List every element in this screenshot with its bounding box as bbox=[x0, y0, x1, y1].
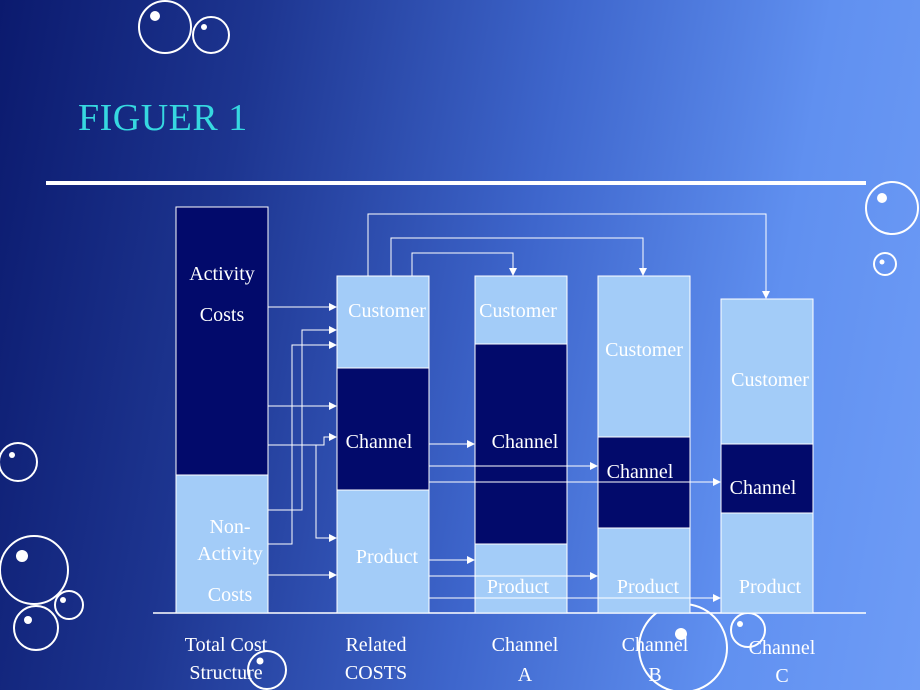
channel-a-label-line1: Channel bbox=[492, 634, 559, 656]
channel-b-label-line1: Channel bbox=[622, 634, 689, 656]
bubble-highlights bbox=[9, 11, 887, 665]
total-cost-label-line1: Total Cost bbox=[185, 634, 268, 656]
channel-a-customer-block bbox=[474, 275, 568, 345]
channel-a-product-block bbox=[474, 543, 568, 614]
channel-c-channel-block bbox=[720, 443, 814, 514]
column-total-cost bbox=[175, 206, 269, 614]
activity-label: Activity bbox=[189, 263, 255, 285]
column-channel-a bbox=[474, 275, 568, 614]
channel-b-label-line2: B bbox=[648, 664, 661, 686]
bubble-icon bbox=[247, 650, 287, 690]
channel-c-product-label: Product bbox=[739, 576, 802, 598]
channel-c-product-block bbox=[720, 512, 814, 614]
channel-b-channel-label: Channel bbox=[607, 461, 674, 483]
channel-a-label-line2: A bbox=[518, 664, 533, 686]
arrow bbox=[390, 237, 647, 276]
bubble-icon bbox=[13, 605, 59, 651]
bubble-icon bbox=[0, 442, 38, 482]
related-channel-block bbox=[336, 367, 430, 491]
channel-b-product-block bbox=[597, 527, 691, 614]
related-product-block bbox=[336, 489, 430, 614]
related-customer-block bbox=[336, 275, 430, 369]
column-channel-b bbox=[597, 275, 691, 614]
column-related-costs bbox=[336, 275, 430, 614]
related-channel-label: Channel bbox=[346, 431, 413, 453]
bubble-icon bbox=[873, 252, 897, 276]
bubble-icon bbox=[192, 16, 230, 54]
non-activity-label: Activity bbox=[197, 543, 263, 565]
channel-b-customer-label: Customer bbox=[605, 339, 683, 361]
channel-b-product-label: Product bbox=[617, 576, 680, 598]
channel-a-product-label: Product bbox=[487, 576, 550, 598]
total-cost-label-line2: Structure bbox=[189, 662, 262, 684]
slide-title: FIGUER 1 bbox=[78, 97, 248, 139]
channel-a-channel-label: Channel bbox=[492, 431, 559, 453]
activity-costs-label: Costs bbox=[200, 304, 245, 326]
arrow bbox=[268, 326, 337, 511]
arrow bbox=[411, 252, 517, 276]
bubble-icon bbox=[0, 535, 69, 605]
channel-c-channel-label: Channel bbox=[730, 477, 797, 499]
non-activity-costs-label: Costs bbox=[208, 584, 253, 606]
column-channel-c bbox=[720, 298, 814, 614]
channel-c-label-line1: Channel bbox=[749, 637, 816, 659]
channel-a-channel-block bbox=[474, 343, 568, 545]
related-product-label: Product bbox=[356, 546, 419, 568]
bubble-icon bbox=[865, 181, 919, 235]
related-label-line2: COSTS bbox=[345, 662, 407, 684]
channel-a-customer-label: Customer bbox=[479, 300, 557, 322]
bubble-icon bbox=[54, 590, 84, 620]
arrow bbox=[268, 433, 337, 446]
channel-c-label-line2: C bbox=[775, 665, 788, 687]
channel-c-customer-label: Customer bbox=[731, 369, 809, 391]
related-label-line1: Related bbox=[345, 634, 406, 656]
non-activity-costs-block bbox=[175, 474, 269, 614]
bubble-icon bbox=[138, 0, 192, 54]
arrow bbox=[367, 213, 770, 299]
non-label: Non- bbox=[209, 516, 250, 538]
allocation-arrows bbox=[268, 213, 770, 602]
channel-c-customer-block bbox=[720, 298, 814, 445]
activity-costs-block bbox=[175, 206, 269, 476]
related-customer-label: Customer bbox=[348, 300, 426, 322]
title-divider bbox=[46, 181, 866, 185]
channel-b-customer-block bbox=[597, 275, 691, 438]
